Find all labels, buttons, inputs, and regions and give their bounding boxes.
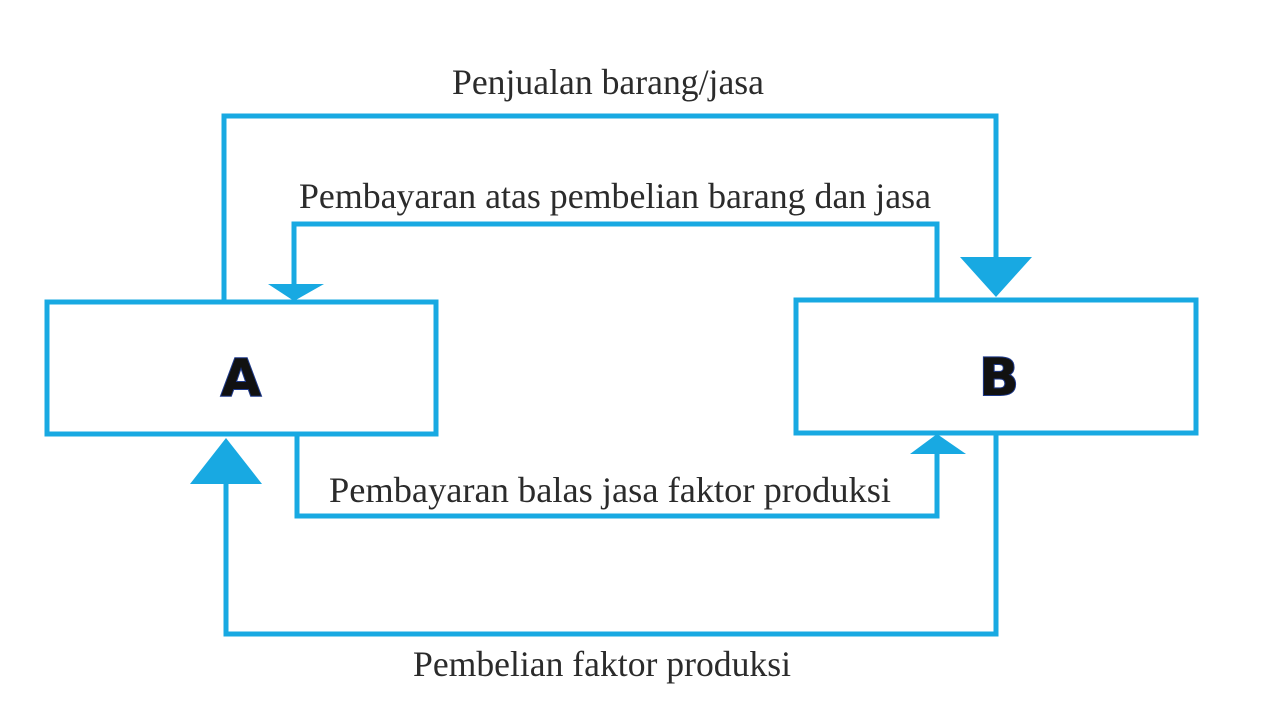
flow-label-purchase-payment: Pembayaran atas pembelian barang dan jas… <box>299 176 931 216</box>
node-a: A <box>44 299 439 437</box>
node-b-box <box>793 297 1199 436</box>
flow-line-factor-purchase <box>223 434 999 637</box>
arrowhead-sales-icon <box>960 257 1032 297</box>
arrowhead-factor-payment-icon <box>910 434 966 454</box>
node-a-box <box>44 299 439 437</box>
flow-line-purchase-payment <box>291 221 940 298</box>
node-b-label: B <box>979 348 1019 408</box>
arrowhead-factor-purchase-icon <box>190 438 262 484</box>
flow-label-factor-purchase: Pembelian faktor produksi <box>413 644 791 684</box>
arrowhead-purchase-payment-icon <box>268 284 324 301</box>
flow-line-factor-payment <box>294 436 940 519</box>
flow-label-sales: Penjualan barang/jasa <box>452 62 764 102</box>
node-b: B <box>793 297 1199 436</box>
flow-line-sales <box>221 113 999 302</box>
node-a-label: A <box>221 349 261 409</box>
flow-label-factor-payment: Pembayaran balas jasa faktor produksi <box>329 470 891 510</box>
